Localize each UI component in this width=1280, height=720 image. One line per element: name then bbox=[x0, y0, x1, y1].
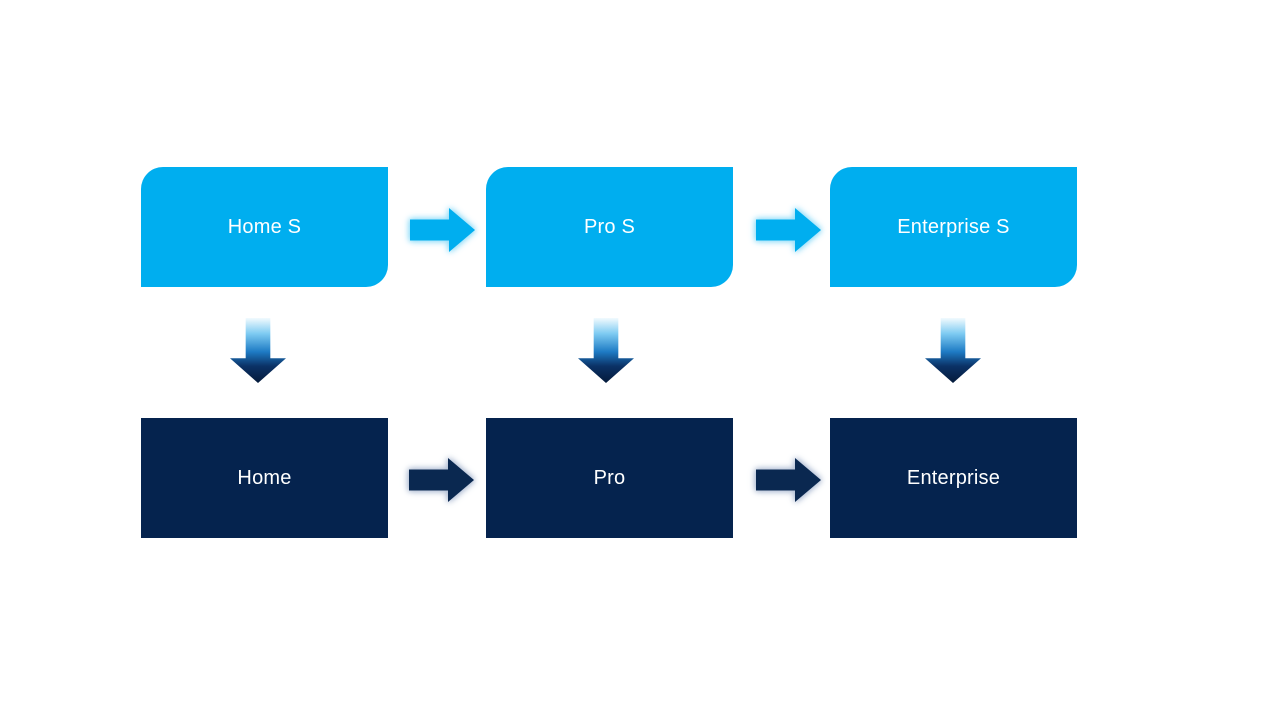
node-label: Pro S bbox=[583, 216, 636, 238]
right-arrow-shape bbox=[410, 208, 475, 252]
node-home: Home bbox=[141, 418, 388, 538]
right-arrow-icon bbox=[756, 458, 821, 502]
node-enterprise-s: Enterprise S bbox=[830, 167, 1077, 287]
node-label: Home S bbox=[227, 216, 302, 238]
down-arrow-icon bbox=[230, 318, 286, 383]
down-arrow-shape bbox=[230, 318, 286, 383]
node-label: Home bbox=[237, 467, 292, 489]
down-arrow-shape bbox=[578, 318, 634, 383]
down-arrow-icon bbox=[578, 318, 634, 383]
right-arrow-icon bbox=[410, 208, 475, 252]
down-arrow-shape bbox=[925, 318, 981, 383]
right-arrow-shape bbox=[756, 208, 821, 252]
node-label: Enterprise bbox=[906, 467, 1001, 489]
node-pro: Pro bbox=[486, 418, 733, 538]
right-arrow-shape bbox=[409, 458, 474, 502]
right-arrow-icon bbox=[409, 458, 474, 502]
node-pro-s: Pro S bbox=[486, 167, 733, 287]
node-home-s: Home S bbox=[141, 167, 388, 287]
right-arrow-shape bbox=[756, 458, 821, 502]
right-arrow-icon bbox=[756, 208, 821, 252]
node-enterprise: Enterprise bbox=[830, 418, 1077, 538]
node-label: Enterprise S bbox=[897, 216, 1010, 238]
node-label: Pro bbox=[593, 467, 626, 489]
down-arrow-icon bbox=[925, 318, 981, 383]
